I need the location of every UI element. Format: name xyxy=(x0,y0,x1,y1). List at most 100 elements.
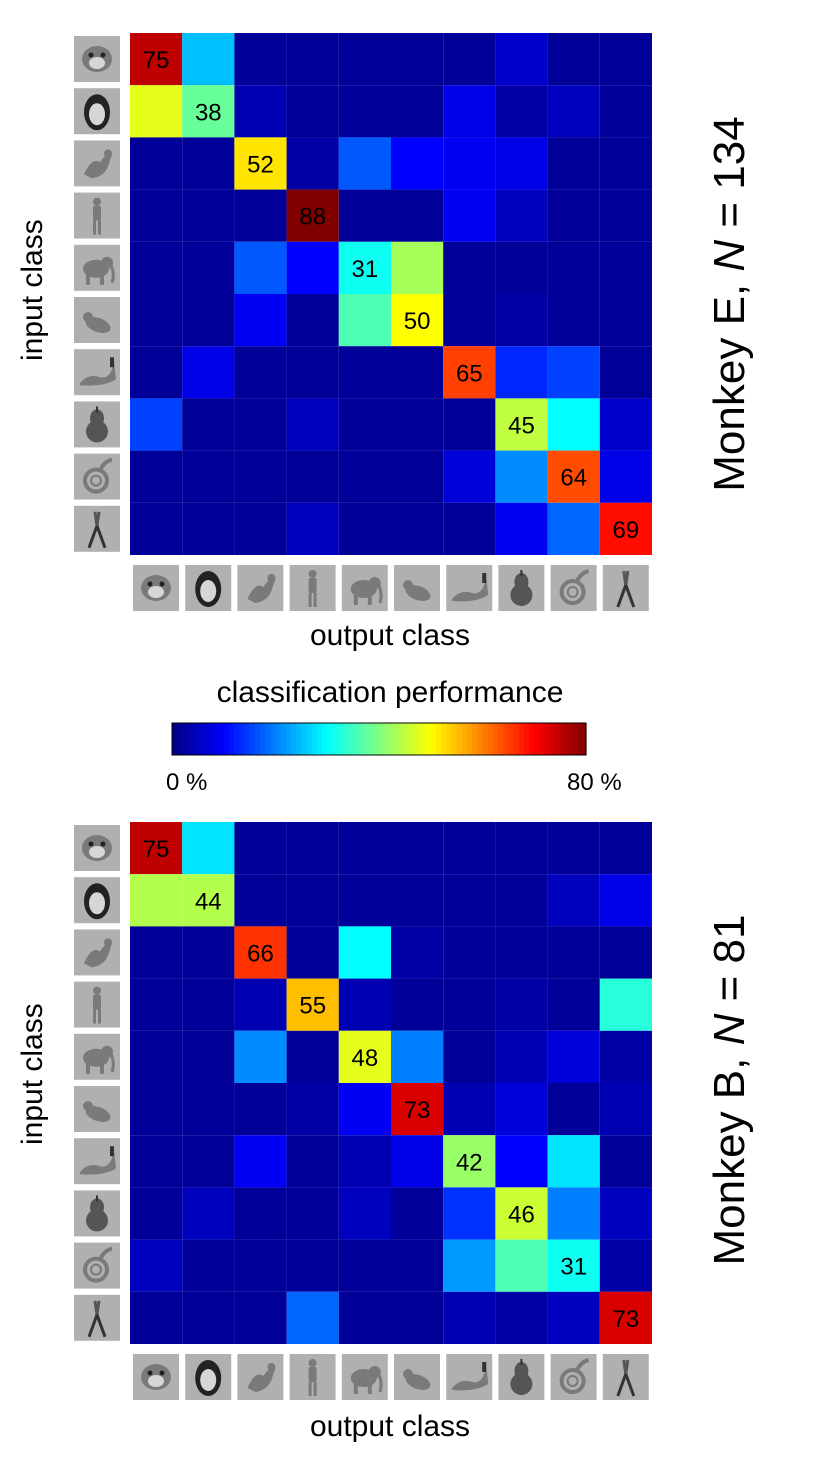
heatmap-cell xyxy=(599,450,652,503)
row-monkey-face-icon xyxy=(74,36,120,82)
heatmap-cell xyxy=(234,926,287,979)
colorbar-segment xyxy=(570,723,577,755)
colorbar-segment xyxy=(472,723,478,755)
heatmap-cell xyxy=(495,294,548,347)
col-elephant-icon xyxy=(341,565,388,611)
colorbar-segment xyxy=(296,723,302,755)
heatmap-cell xyxy=(130,822,183,875)
heatmap-cell xyxy=(234,822,287,875)
colorbar-segment xyxy=(477,723,484,755)
colorbar-segment xyxy=(213,723,220,755)
heatmap-cell xyxy=(391,450,444,503)
heatmap-cell xyxy=(547,241,600,294)
colorbar-segment xyxy=(285,723,292,755)
heatmap-cell xyxy=(130,85,183,138)
colorbar-segment xyxy=(415,723,421,755)
colorbar-segment xyxy=(234,723,240,755)
heatmap-cell xyxy=(391,33,444,86)
heatmap-cell xyxy=(495,450,548,503)
heatmap-cell xyxy=(443,241,496,294)
col-pliers-icon xyxy=(602,565,649,611)
heatmap-cell xyxy=(338,502,391,555)
heatmap-cell xyxy=(599,874,652,927)
colorbar-segment xyxy=(177,723,183,755)
heatmap-cell xyxy=(495,137,548,190)
row-pigeon-icon xyxy=(74,297,120,343)
heatmap-cell xyxy=(495,398,548,451)
cell-value-label: 69 xyxy=(613,517,640,544)
heatmap-cell xyxy=(495,1135,548,1188)
heatmap-cell xyxy=(495,189,548,242)
heatmap-cell xyxy=(234,346,287,399)
colorbar-segment xyxy=(332,723,339,755)
heatmap-cell xyxy=(547,1187,600,1240)
colorbar-segment xyxy=(441,723,447,755)
heatmap-cell xyxy=(286,137,339,190)
heatmap-cell xyxy=(234,450,287,503)
colorbar-segment xyxy=(549,723,556,755)
colorbar-segment xyxy=(342,723,349,755)
heatmap-cell xyxy=(547,978,600,1031)
heatmap-cell xyxy=(495,85,548,138)
heatmap-cell xyxy=(182,1135,235,1188)
heatmap-cell xyxy=(182,450,235,503)
heatmap-cell xyxy=(495,346,548,399)
heatmap-cell xyxy=(391,1135,444,1188)
heatmap-cell xyxy=(234,874,287,927)
heatmap-cell xyxy=(547,1083,600,1136)
x-axis-label-bottom: output class xyxy=(309,1410,471,1443)
heatmap-cell xyxy=(338,137,391,190)
row-french-horn-icon xyxy=(74,453,120,500)
cell-value-label: 73 xyxy=(404,1097,431,1124)
heatmap-cell xyxy=(391,137,444,190)
colorbar-segment xyxy=(379,723,385,755)
heatmap-cell xyxy=(130,450,183,503)
cell-value-label: 75 xyxy=(143,836,170,863)
colorbar-segment xyxy=(208,723,214,755)
colorbar-segment xyxy=(425,723,432,755)
heatmap-cell xyxy=(599,978,652,1031)
col-monkey-face-icon xyxy=(133,565,179,611)
row-sculpture-icon xyxy=(74,349,120,396)
heatmap-cell xyxy=(234,241,287,294)
colorbar-segment xyxy=(430,723,437,755)
heatmap-cell xyxy=(338,346,391,399)
colorbar-segment xyxy=(172,723,178,755)
heatmap-cell xyxy=(286,85,339,138)
heatmap-cell xyxy=(286,1187,339,1240)
row-monkey-face-icon xyxy=(74,825,120,871)
cell-value-label: 46 xyxy=(508,1202,535,1229)
row-french-horn-icon xyxy=(74,1242,120,1289)
colorbar-segment xyxy=(503,723,509,755)
heatmap-cell xyxy=(286,1239,339,1292)
heatmap-cell xyxy=(495,822,548,875)
colorbar-segment xyxy=(575,723,582,755)
heatmap-cell xyxy=(234,978,287,1031)
cell-value-label: 88 xyxy=(299,204,326,231)
colorbar-segment xyxy=(420,723,427,755)
colorbar-segment xyxy=(249,723,256,755)
row-human-face-icon xyxy=(74,877,120,924)
heatmap-cell xyxy=(234,189,287,242)
heatmap-cell xyxy=(547,85,600,138)
heatmap-cell xyxy=(443,1291,496,1344)
heatmap-cell xyxy=(495,502,548,555)
heatmap-cell xyxy=(234,398,287,451)
heatmap-cell xyxy=(547,1030,600,1083)
heatmap-cell xyxy=(130,1083,183,1136)
heatmap-cell xyxy=(286,926,339,979)
colorbar-segment xyxy=(327,723,334,755)
heatmap-cell xyxy=(495,1291,548,1344)
col-monkey-body-icon xyxy=(237,1354,284,1400)
col-elephant-icon xyxy=(341,1354,388,1400)
heatmap-cell xyxy=(286,346,339,399)
row-human-face-icon xyxy=(74,88,120,135)
heatmap-cell xyxy=(391,85,444,138)
heatmap-cell xyxy=(130,1135,183,1188)
colorbar-segment xyxy=(368,723,375,755)
heatmap-cell xyxy=(182,294,235,347)
colorbar-frame xyxy=(171,722,587,756)
row-sculpture-icon xyxy=(74,1138,120,1185)
heatmap-cell xyxy=(391,294,444,347)
heatmap-cell xyxy=(338,85,391,138)
